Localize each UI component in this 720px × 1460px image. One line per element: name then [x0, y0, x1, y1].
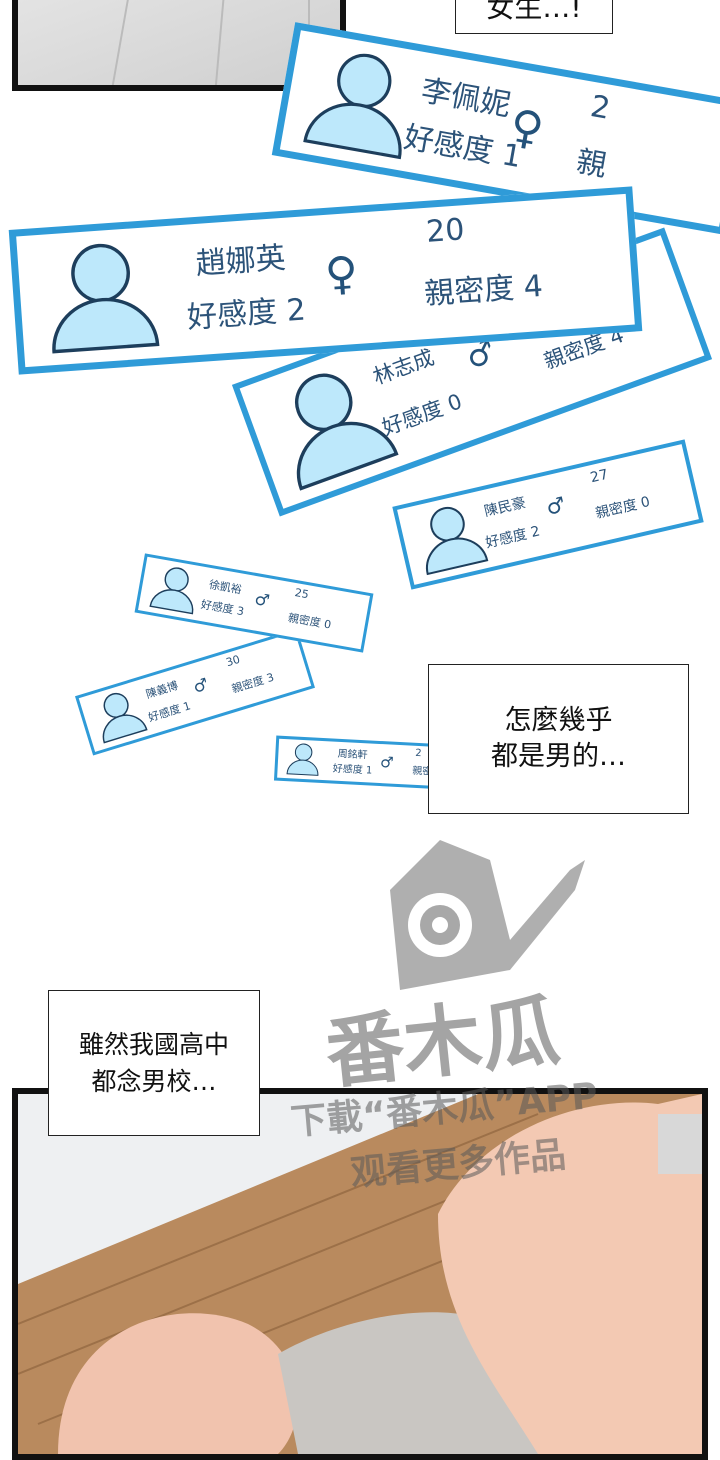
card-intimacy: 親密度 0 [287, 610, 333, 632]
card-age: 30 [224, 653, 242, 670]
profile-card: 陳民豪 好感度 2 ♂ 27 親密度 0 [392, 438, 704, 590]
profile-card: 林志成 好感度 0 ♂ 親密度 4 [231, 227, 713, 517]
caption-mostly-male: 怎麼幾乎 都是男的… [428, 664, 689, 814]
bottom-panel-bed-scene [12, 1088, 708, 1460]
card-age: 2 [414, 747, 422, 759]
card-affection: 好感度 1 [332, 763, 373, 777]
avatar-icon [149, 567, 194, 615]
card-affection: 好感度 2 [185, 291, 307, 335]
card-name: 陳民豪 [482, 494, 528, 520]
card-age: 20 [424, 212, 466, 250]
card-affection: 好感度 1 [401, 119, 525, 175]
card-name: 趙娜英 [194, 240, 287, 282]
profile-card: 李佩妮 好感度 1 ♀ 2 親 [271, 21, 720, 235]
card-age: 25 [293, 586, 310, 602]
card-name: 林志成 [369, 344, 438, 389]
avatar-icon [52, 243, 160, 353]
profile-card: 趙娜英 好感度 2 ♀ 20 親密度 4 [8, 185, 642, 375]
card-name: 徐凱裕 [207, 577, 243, 597]
female-icon: ♀ [322, 244, 360, 301]
caption-boys-school: 雖然我國高中 都念男校… [48, 990, 260, 1136]
card-affection: 好感度 3 [199, 598, 245, 619]
card-intimacy: 親 [573, 143, 610, 184]
profile-card: 徐凱裕 好感度 3 ♂ 25 親密度 0 [134, 553, 374, 653]
avatar-icon [102, 693, 148, 744]
avatar-icon [425, 506, 488, 575]
watermark: 番木瓜 下載“番木瓜”APP 观看更多作品 [289, 830, 660, 1210]
card-intimacy: 親密度 0 [594, 493, 652, 522]
male-icon: ♂ [253, 589, 271, 611]
mascot-logo-icon [390, 840, 585, 990]
card-name: 李佩妮 [418, 73, 514, 124]
profile-card: 陳義博 好感度 1 ♂ 30 親密度 3 [75, 628, 315, 756]
male-icon: ♂ [190, 673, 211, 697]
avatar-icon [286, 743, 319, 776]
card-affection: 好感度 2 [484, 523, 542, 552]
female-icon: ♀ [506, 97, 548, 156]
card-affection: 好感度 1 [146, 698, 193, 725]
male-icon: ♂ [543, 491, 568, 519]
male-icon: ♂ [379, 752, 394, 772]
card-age: 2 [587, 88, 613, 126]
card-name: 陳義博 [144, 679, 180, 702]
card-name: 周銘軒 [337, 748, 368, 761]
card-age: 27 [588, 466, 610, 486]
card-intimacy: 親密度 3 [230, 670, 276, 696]
card-intimacy: 親密度 4 [422, 268, 544, 312]
avatar-icon [303, 53, 402, 159]
card-affection: 好感度 0 [378, 388, 466, 440]
avatar-icon [294, 373, 399, 491]
caption-top: 女生…! [455, 0, 613, 34]
bed-scene-illustration [18, 1094, 702, 1454]
profile-card: 周銘軒 好感度 1 ♂ 2 親密度 0 [273, 735, 487, 791]
